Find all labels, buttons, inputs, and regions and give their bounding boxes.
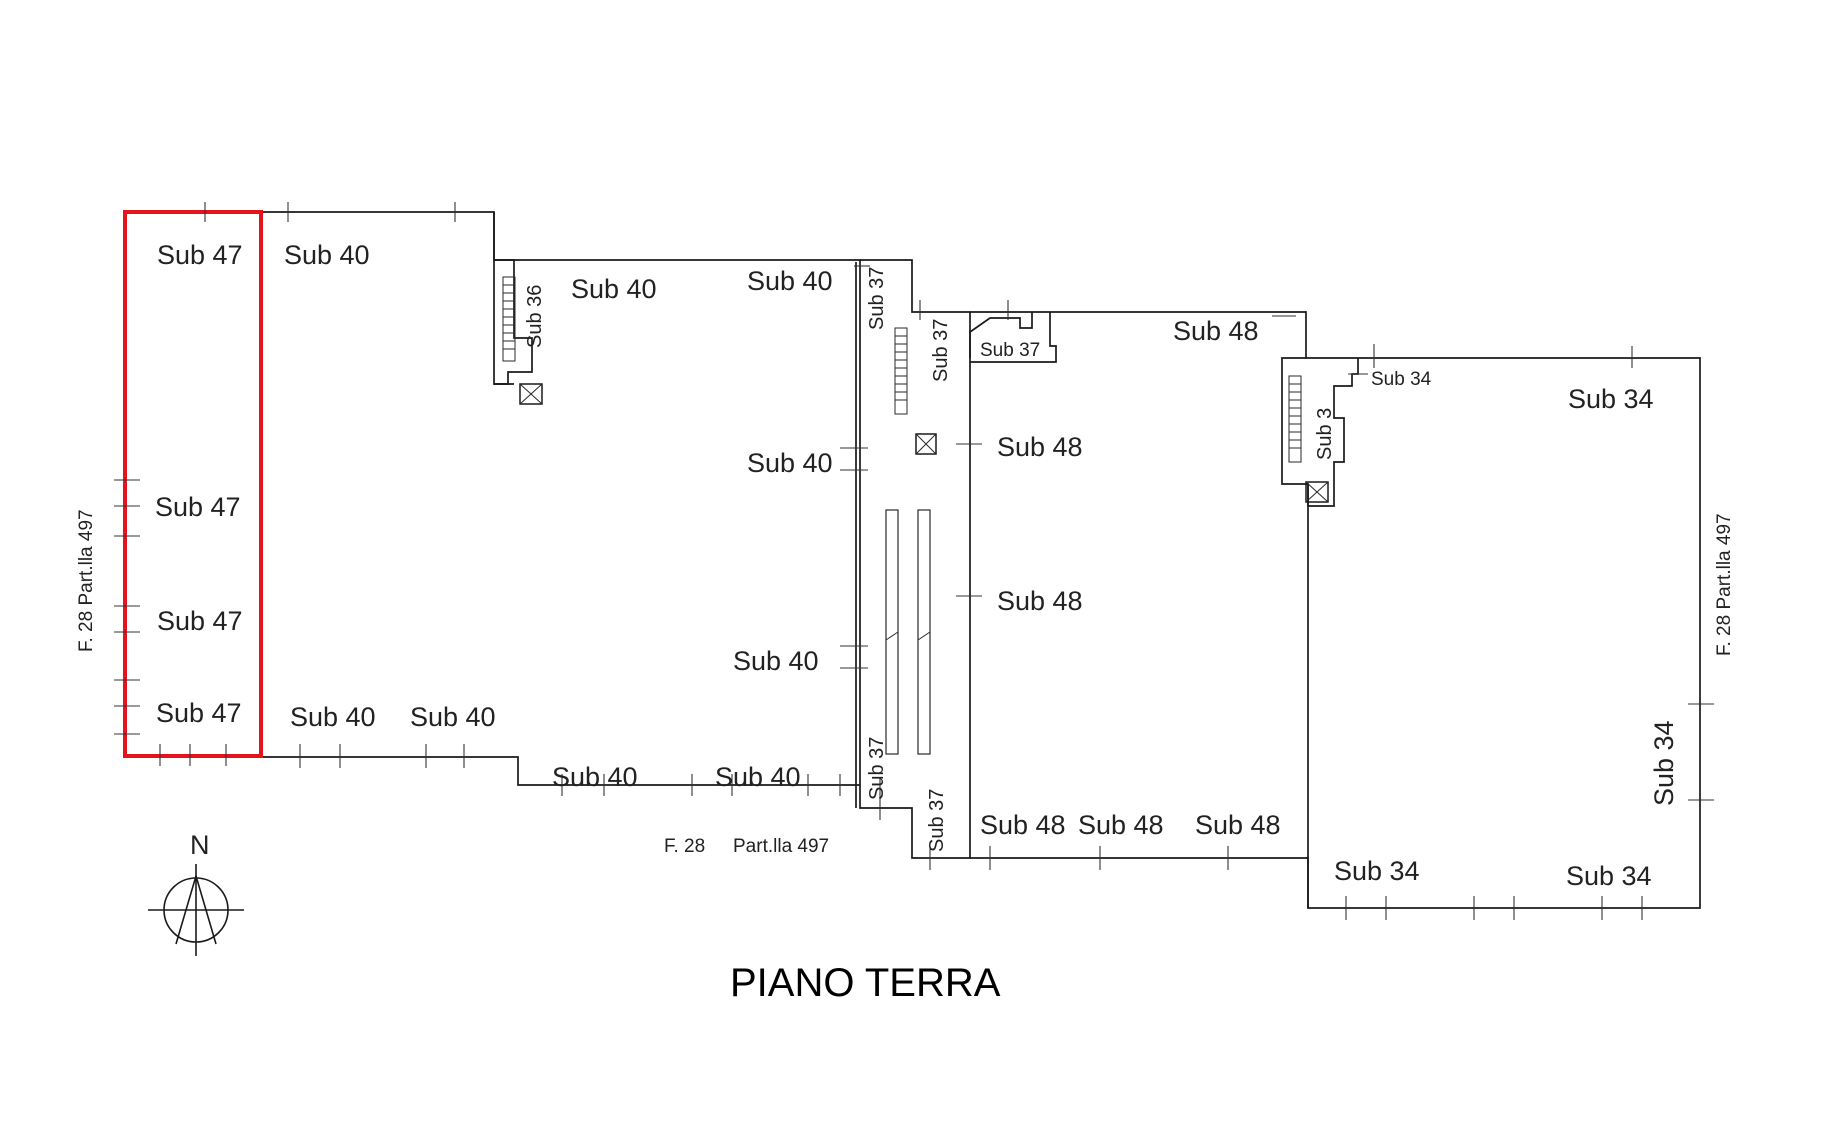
compass-needle-icon <box>175 873 217 945</box>
label-sub48: Sub 48 <box>997 586 1083 616</box>
label-sub37: Sub 37 <box>866 737 888 800</box>
label-sub34: Sub 34 <box>1566 861 1652 891</box>
label-sub40: Sub 40 <box>733 646 819 676</box>
label-sub48: Sub 48 <box>997 432 1083 462</box>
stairs-sub3 <box>1288 375 1302 463</box>
label-sub37: Sub 37 <box>866 267 888 330</box>
wall-stair-sub36 <box>494 259 533 385</box>
label-sub37: Sub 37 <box>930 319 952 382</box>
label-sub40: Sub 40 <box>715 762 801 792</box>
plan-title: PIANO TERRA <box>730 961 1001 1005</box>
wall-alcove-sub37-right <box>970 312 1057 363</box>
label-sub40: Sub 40 <box>284 240 370 270</box>
escalator-right <box>917 509 931 755</box>
stairs-sub37 <box>894 327 908 415</box>
label-sub47-top: Sub 47 <box>157 240 243 270</box>
escalator-left <box>885 509 899 755</box>
label-sub47-bottom: Sub 47 <box>156 698 242 728</box>
bottom-parcel-reference: Part.lla 497 <box>733 836 829 857</box>
label-sub48: Sub 48 <box>1173 316 1259 346</box>
elevator-sub36 <box>519 383 543 405</box>
north-label: N <box>190 830 210 860</box>
label-sub36: Sub 36 <box>524 285 546 348</box>
left-boundary-reference: F. 28 Part.lla 497 <box>76 509 97 652</box>
label-sub34: Sub 34 <box>1649 720 1679 806</box>
label-sub34: Sub 34 <box>1334 856 1420 886</box>
label-sub40: Sub 40 <box>290 702 376 732</box>
cadastral-references: F. 28 Part.lla 497 F. 28 Part.lla 497 F.… <box>76 509 1735 857</box>
elevator-sub3 <box>1305 481 1329 503</box>
label-sub48: Sub 48 <box>980 810 1066 840</box>
wall-stair-sub36-left <box>493 212 514 385</box>
label-sub48: Sub 48 <box>1078 810 1164 840</box>
wall-alcove-sub37 <box>969 312 1033 358</box>
label-sub47-lower: Sub 47 <box>157 606 243 636</box>
bottom-sheet-reference: F. 28 <box>664 836 705 857</box>
label-sub40: Sub 40 <box>410 702 496 732</box>
elevator-sub37 <box>915 433 937 455</box>
highlight-sub47 <box>123 210 263 758</box>
building-walls <box>124 211 1701 909</box>
stairs-sub36 <box>502 276 516 362</box>
label-sub47-mid: Sub 47 <box>155 492 241 522</box>
label-sub34: Sub 34 <box>1568 384 1654 414</box>
label-sub37: Sub 37 <box>980 340 1040 361</box>
wall-stair-sub3 <box>1281 357 1359 507</box>
label-sub3: Sub 3 <box>1314 408 1336 460</box>
north-arrow: N <box>148 830 244 956</box>
label-sub34: Sub 34 <box>1371 369 1432 390</box>
label-sub40: Sub 40 <box>747 266 833 296</box>
label-sub48: Sub 48 <box>1195 810 1281 840</box>
right-boundary-reference: F. 28 Part.lla 497 <box>1714 513 1735 656</box>
boundary-ticks <box>114 202 1714 920</box>
unit-labels: Sub 47 Sub 47 Sub 47 Sub 47 Sub 40 Sub 4… <box>155 240 1679 891</box>
label-sub40: Sub 40 <box>747 448 833 478</box>
label-sub37: Sub 37 <box>926 789 948 852</box>
label-sub40: Sub 40 <box>571 274 657 304</box>
label-sub40: Sub 40 <box>552 762 638 792</box>
